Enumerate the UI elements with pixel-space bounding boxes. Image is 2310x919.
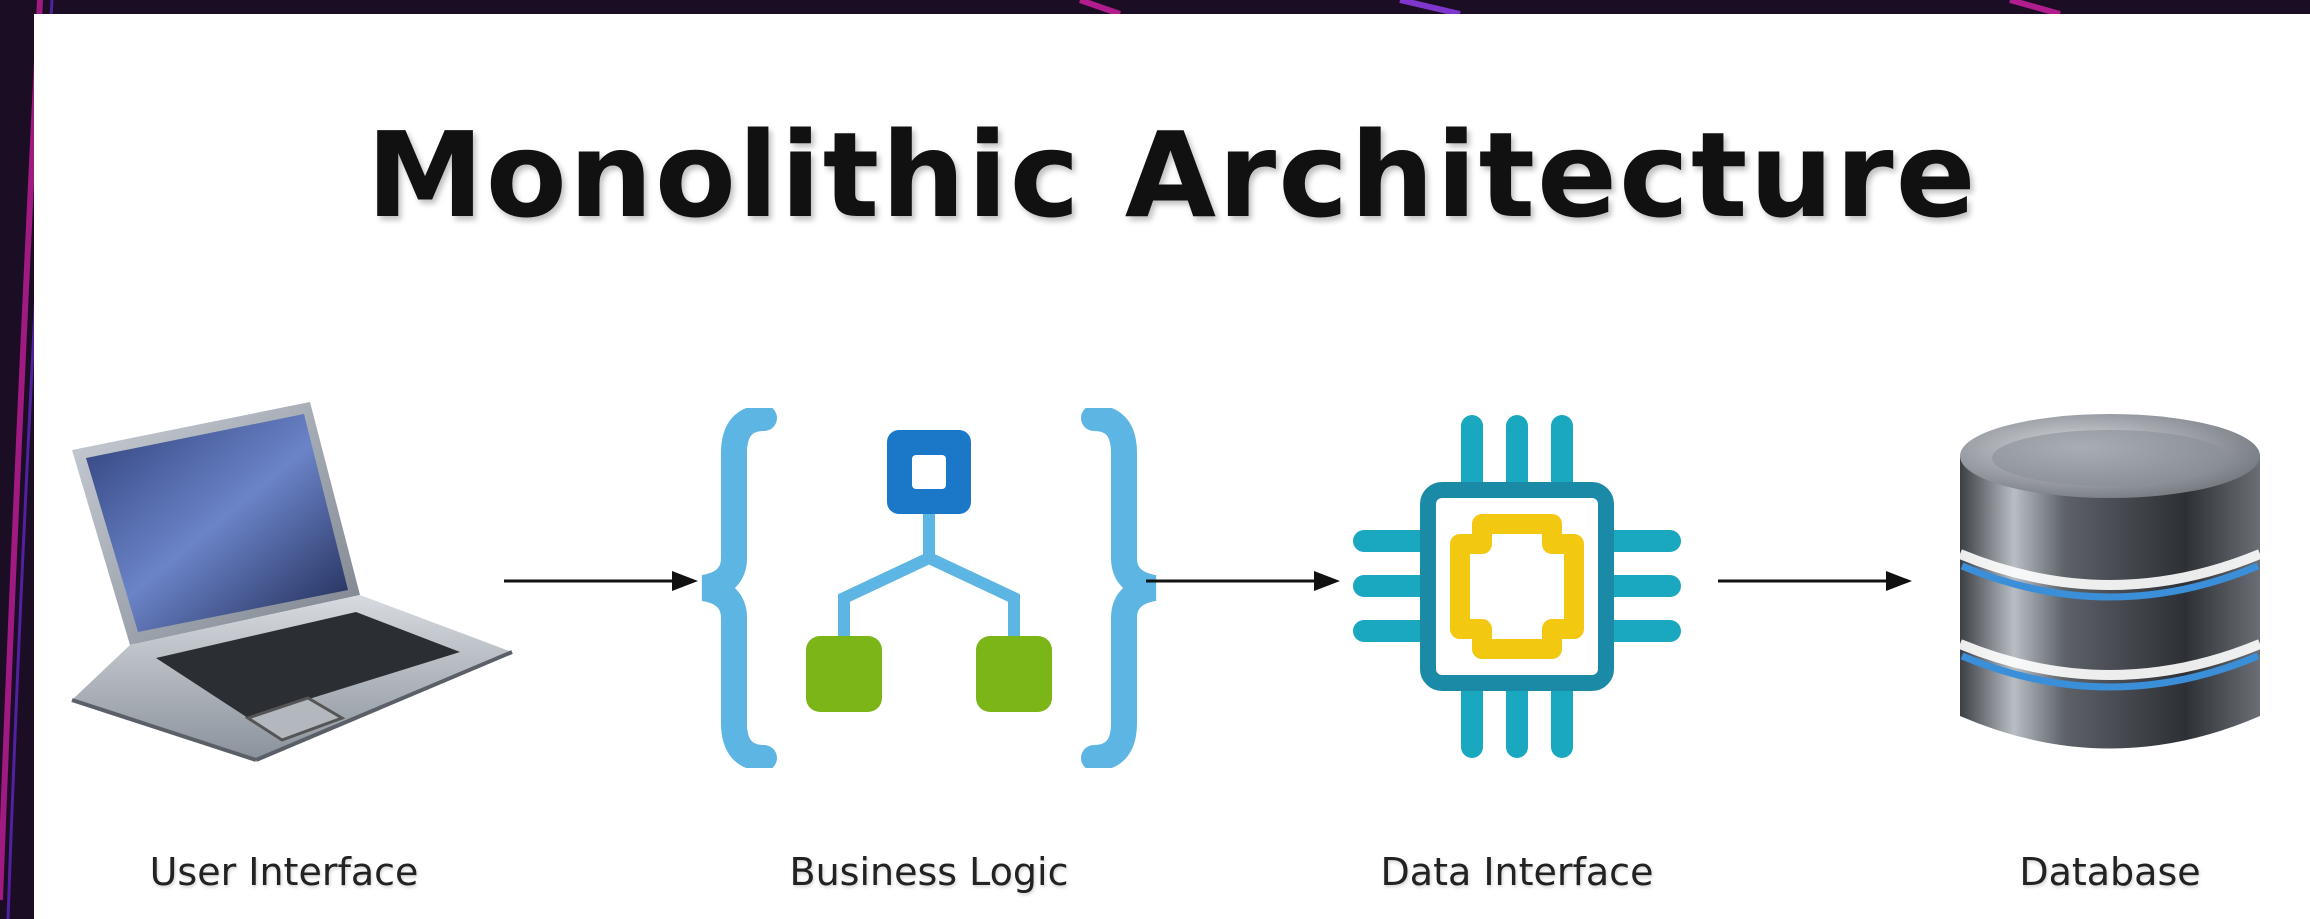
node-label-user-interface: User Interface: [149, 850, 419, 894]
diagram-card: Monolithic Architecture: [34, 14, 2310, 919]
database-cylinder-icon: [1958, 414, 2262, 749]
workflow-braces-icon: [701, 408, 1157, 768]
laptop-icon: [71, 402, 513, 762]
node-label-database: Database: [2019, 850, 2201, 894]
node-label-business-logic: Business Logic: [789, 850, 1069, 894]
arrow-ui-to-business: [504, 571, 698, 591]
arrow-data-to-database: [1718, 571, 1912, 591]
node-label-data-interface: Data Interface: [1380, 850, 1654, 894]
chip-icon: [1353, 415, 1681, 758]
arrow-business-to-data: [1146, 571, 1340, 591]
diagram-title: Monolithic Architecture: [366, 106, 1978, 244]
